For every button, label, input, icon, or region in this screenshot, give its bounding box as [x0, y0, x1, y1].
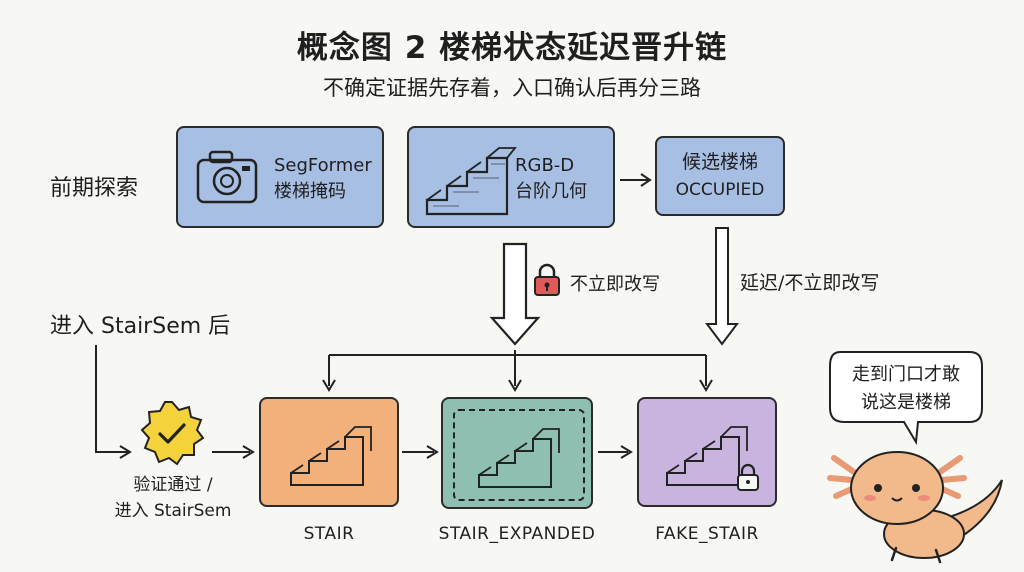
- fake-stair-icon: [666, 426, 748, 486]
- expanded-dashed-frame: [453, 409, 585, 501]
- axolotl-mascot-icon: [827, 451, 1003, 564]
- state-label-stair-expanded: STAIR_EXPANDED: [438, 524, 596, 544]
- row-label-enter-stairsem: 进入 StairSem 后: [50, 314, 231, 339]
- state-label-fake-stair: FAKE_STAIR: [655, 524, 759, 544]
- verify-label-line2: 进入 StairSem: [114, 501, 232, 521]
- no-rewrite-note: 不立即改写: [570, 274, 660, 295]
- segformer-box: SegFormer 楼梯掩码: [176, 126, 384, 228]
- segformer-box-line1: SegFormer: [274, 155, 372, 176]
- row-label-explore: 前期探索: [50, 176, 139, 201]
- rgbd-box-line1: RGB-D: [515, 155, 575, 176]
- stair-icon: [290, 426, 372, 486]
- state-label-stair: STAIR: [303, 524, 355, 544]
- page-subtitle: 不确定证据先存着，入口确认后再分三路: [323, 76, 701, 100]
- state-box-stair: [259, 397, 399, 507]
- rgbd-box: RGB-D 台阶几何: [407, 126, 615, 228]
- speech-line1: 走到门口才敢: [852, 364, 960, 385]
- fake-stair-lock-icon: [737, 463, 759, 491]
- rgbd-box-line2: 台阶几何: [515, 181, 587, 202]
- candidate-stair-line1: 候选楼梯: [681, 151, 758, 173]
- speech-line2: 说这是楼梯: [861, 392, 951, 413]
- page-title: 概念图 2 楼梯状态延迟晋升链: [296, 30, 728, 66]
- stair-expanded-icon: [478, 428, 560, 488]
- badge-check-icon: [140, 401, 205, 466]
- verify-label-line1: 验证通过 /: [133, 475, 213, 495]
- segformer-box-line2: 楼梯掩码: [274, 181, 346, 202]
- delay-no-rewrite-note: 延迟/不立即改写: [740, 272, 880, 294]
- lock-icon: [534, 263, 560, 296]
- candidate-stair-box: 候选楼梯 OCCUPIED: [655, 136, 785, 216]
- camera-icon: [196, 150, 258, 204]
- candidate-stair-line2: OCCUPIED: [675, 180, 765, 200]
- state-box-stair-expanded: [441, 397, 593, 509]
- speech-bubble: [829, 351, 983, 446]
- state-box-fake-stair: [637, 397, 777, 507]
- stairs-sketch-icon: [425, 147, 517, 216]
